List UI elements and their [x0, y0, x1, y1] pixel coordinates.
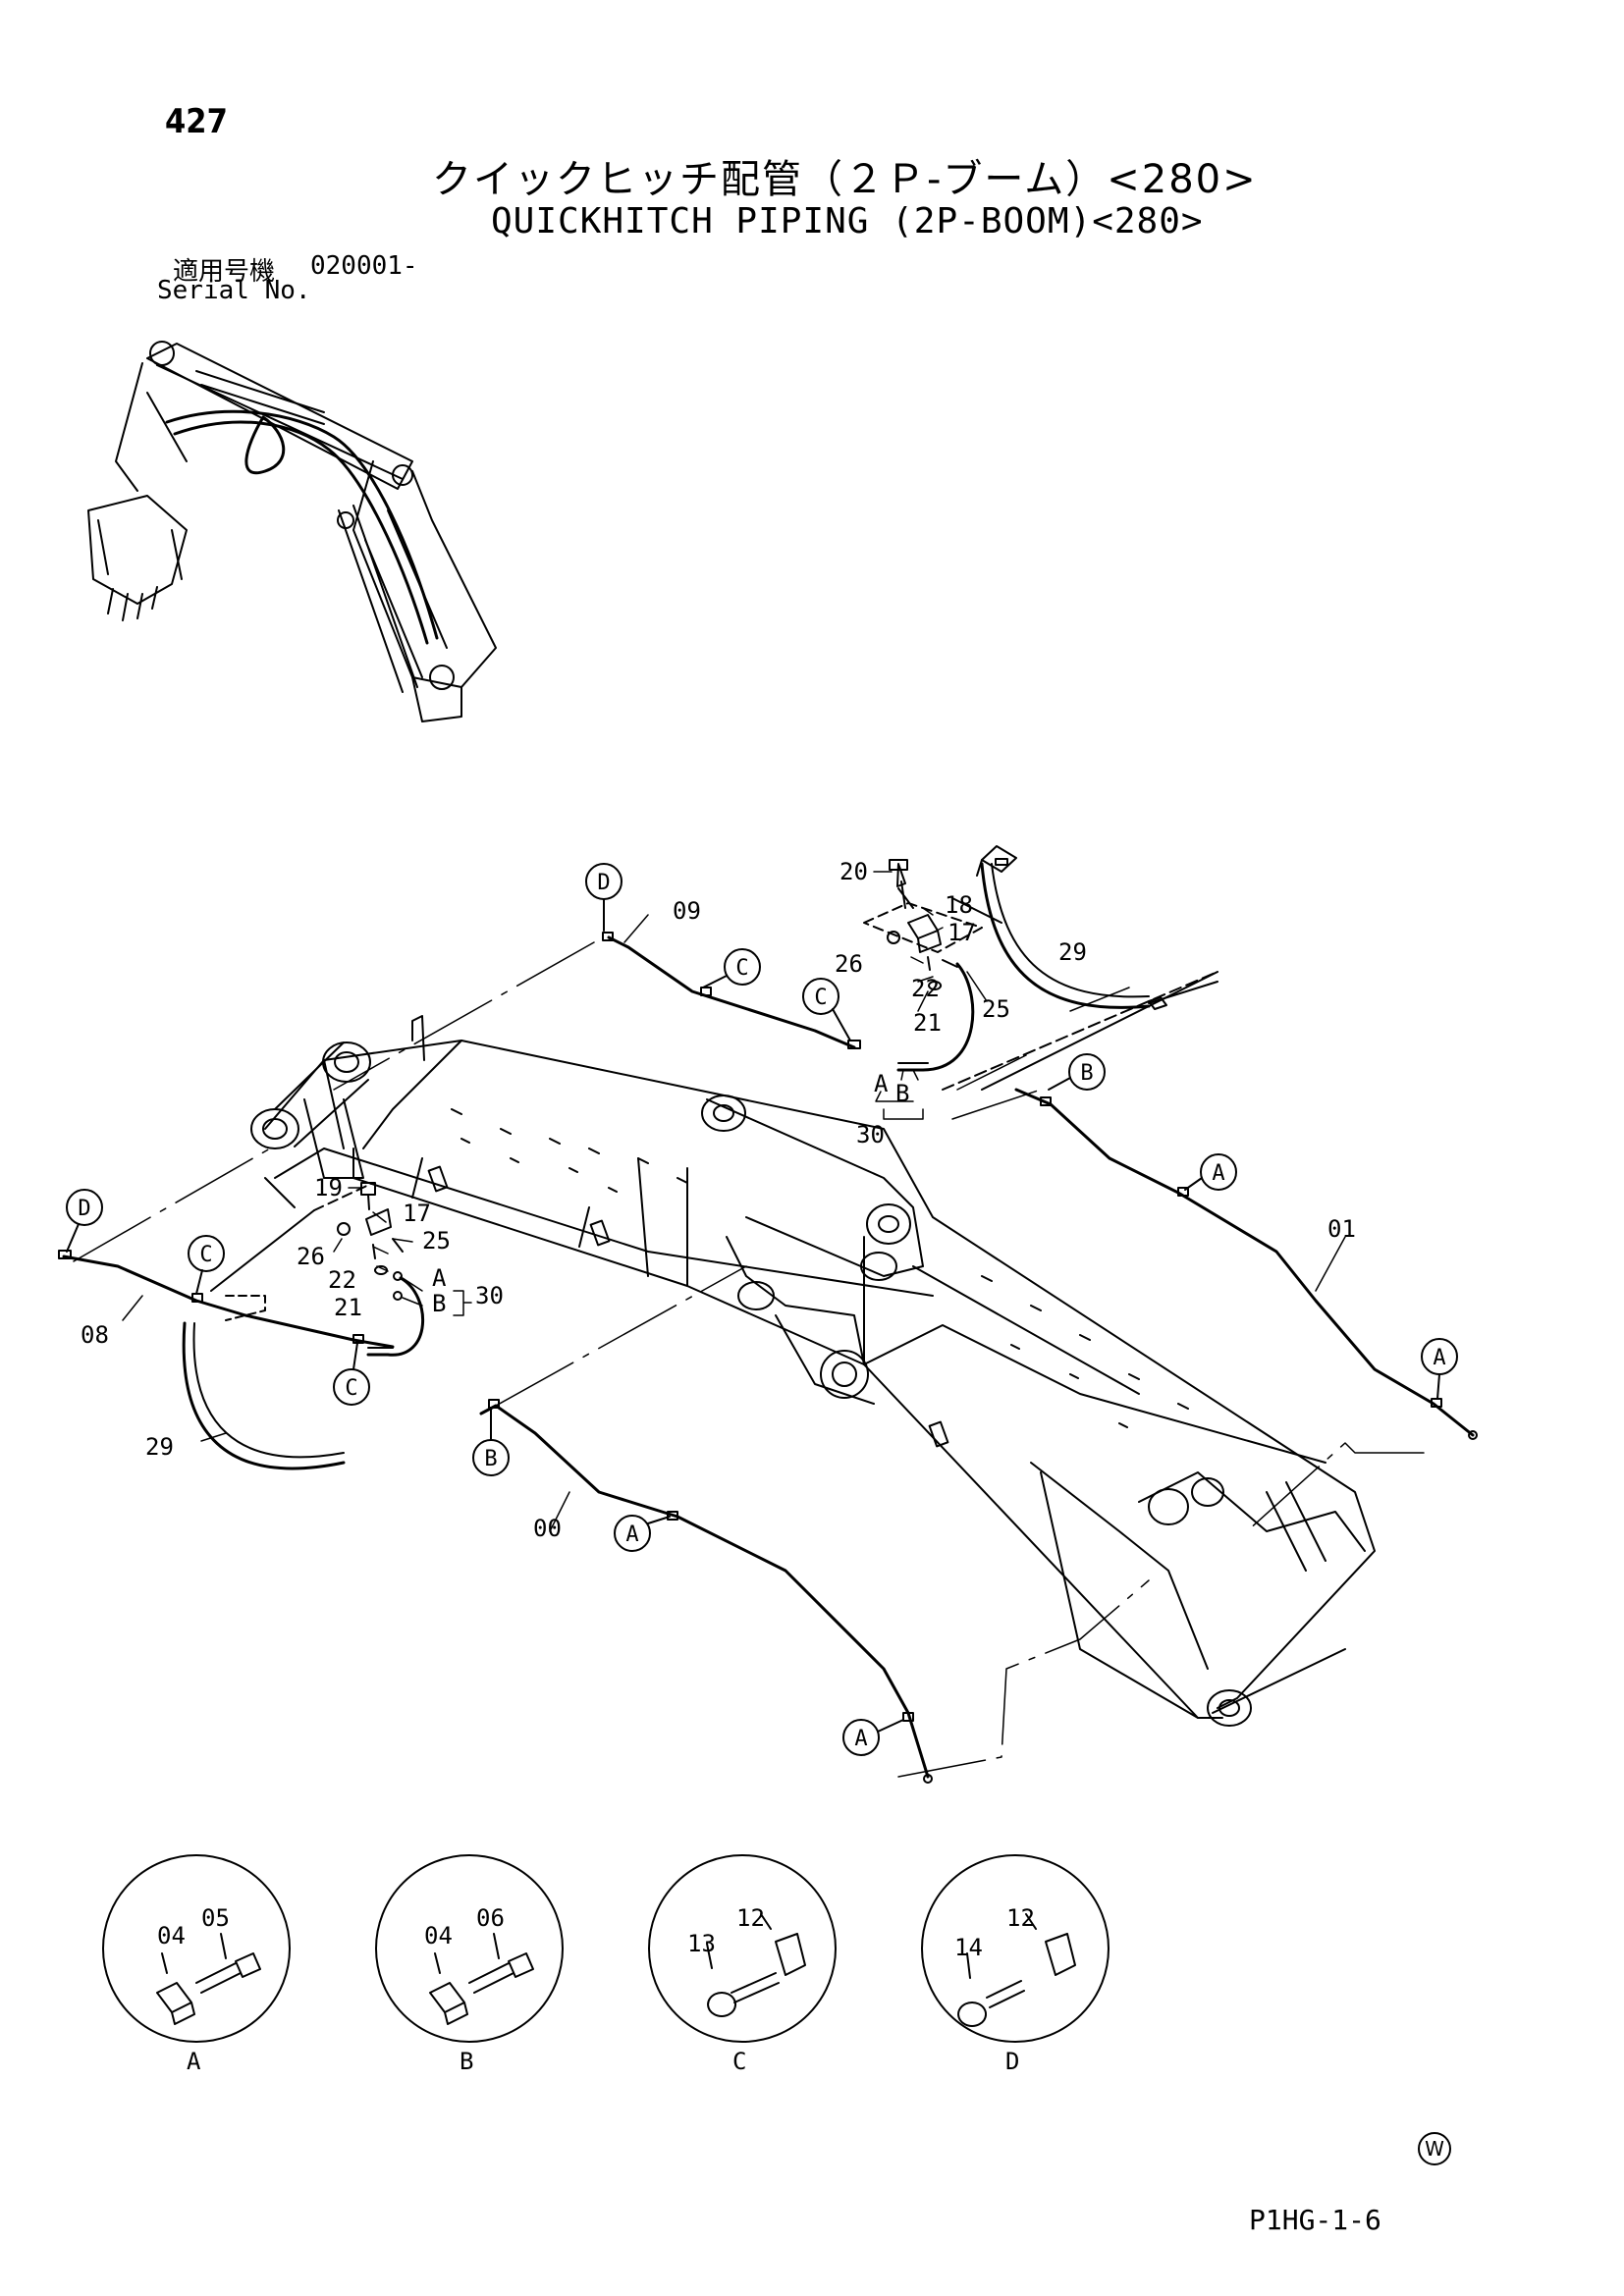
callout-21-upper: 21 — [913, 1009, 942, 1037]
detail-c-label: C — [732, 2048, 746, 2075]
marker-c-1 — [702, 948, 761, 988]
detail-view-a — [102, 1854, 291, 2043]
detail-view-c — [648, 1854, 837, 2043]
marker-d-left-label: D — [78, 1197, 90, 1221]
callout-25-lower: 25 — [422, 1227, 451, 1255]
callout-17-upper: 17 — [947, 919, 976, 946]
serial-label-japanese: 適用号機 — [173, 257, 276, 287]
detail-c-part-2: 12 — [736, 1904, 765, 1932]
pipe-08-line — [62, 1255, 395, 1349]
port-a-upper: A — [874, 1070, 889, 1097]
detail-a-part-2: 05 — [201, 1904, 230, 1932]
marker-a-lower-1-label: A — [625, 1522, 638, 1547]
marker-a-upper-1 — [1184, 1153, 1237, 1191]
detail-b-label: B — [460, 2048, 473, 2075]
callout-26-upper: 26 — [835, 950, 863, 978]
marker-c-2-label: C — [814, 986, 827, 1010]
title-english: QUICKHITCH PIPING (2P-BOOM)<280> — [491, 201, 1204, 241]
callout-30-lower: 30 — [475, 1282, 504, 1309]
hydraulic-pipes — [62, 862, 1475, 1779]
callout-29-lower: 29 — [145, 1433, 174, 1461]
marker-c-1-label: C — [735, 956, 748, 981]
detail-c-part-1: 13 — [687, 1930, 716, 1957]
callout-17-lower: 17 — [403, 1200, 431, 1227]
detail-views — [102, 1854, 1110, 2043]
bracket-assembly-lower — [210, 1182, 404, 1321]
detail-view-b — [375, 1854, 564, 2043]
callout-00: 00 — [533, 1515, 562, 1542]
marker-a-upper-1-label: A — [1212, 1161, 1224, 1186]
w-mark: W — [1418, 2132, 1451, 2165]
marker-a-upper-2 — [1421, 1338, 1458, 1400]
callout-08: 08 — [81, 1321, 109, 1349]
callout-25-upper: 25 — [982, 995, 1010, 1023]
hose-25-upper-line — [896, 962, 975, 1072]
pipe-00-line — [479, 1404, 930, 1779]
callout-29-upper: 29 — [1058, 938, 1087, 966]
callout-01: 01 — [1327, 1215, 1356, 1243]
marker-c-3 — [188, 1235, 225, 1295]
callout-26-lower: 26 — [297, 1243, 325, 1270]
port-a-lower: A — [432, 1264, 447, 1292]
detail-d-part-1: 14 — [954, 1934, 983, 1961]
pipe-09-line — [607, 935, 856, 1049]
marker-d-upper — [585, 863, 623, 932]
excavator-overview-illustration — [87, 341, 497, 722]
port-b-lower: B — [432, 1290, 446, 1317]
hose-29-upper-line — [980, 862, 1151, 1009]
marker-c-3-label: C — [199, 1243, 212, 1267]
detail-a-label: A — [187, 2048, 201, 2075]
marker-c-4 — [333, 1342, 370, 1406]
detail-b-part-2: 06 — [476, 1904, 505, 1932]
marker-a-lower-2 — [842, 1719, 904, 1756]
marker-a-lower-1 — [614, 1515, 671, 1552]
marker-d-upper-label: D — [597, 871, 610, 895]
marker-b-lower — [472, 1409, 510, 1476]
callout-21-lower: 21 — [334, 1294, 362, 1321]
serial-number-value: 020001- — [310, 251, 418, 281]
page-number: 427 — [165, 102, 228, 141]
marker-a-lower-2-label: A — [854, 1727, 867, 1751]
callout-30-upper: 30 — [856, 1121, 885, 1148]
detail-a-part-1: 04 — [157, 1922, 186, 1949]
callout-09: 09 — [673, 897, 701, 925]
document-code: P1HG-1-6 — [1249, 2204, 1381, 2236]
marker-b-upper-label: B — [1080, 1061, 1093, 1086]
leader-lines — [73, 941, 1425, 1778]
pipe-clamps — [58, 858, 1478, 1784]
marker-a-upper-2-label: A — [1433, 1346, 1445, 1370]
title-japanese: クイックヒッチ配管（２Ｐ-ブーム）<280> — [432, 157, 1258, 202]
detail-view-d — [921, 1854, 1110, 2043]
pipe-01-line — [1014, 1088, 1475, 1437]
marker-c-4-label: C — [345, 1376, 357, 1401]
detail-d-label: D — [1005, 2048, 1019, 2075]
callout-22-upper: 22 — [911, 975, 940, 1002]
callout-20: 20 — [839, 858, 868, 885]
callout-leaders — [122, 871, 1346, 1532]
marker-b-lower-label: B — [484, 1447, 497, 1471]
serial-label-english: Serial No. — [157, 276, 311, 305]
callout-19: 19 — [314, 1174, 343, 1201]
detail-b-part-1: 04 — [424, 1922, 453, 1949]
callout-22-lower: 22 — [328, 1266, 356, 1294]
hose-25-lower-line — [366, 1276, 425, 1357]
port-b-upper: B — [895, 1080, 909, 1107]
callout-18: 18 — [945, 891, 973, 919]
marker-d-left — [66, 1189, 103, 1253]
marker-b-upper — [1048, 1053, 1106, 1091]
bracket-assembly-upper — [863, 845, 1218, 1091]
main-boom-illustration — [250, 1015, 1376, 1727]
marker-c-2 — [802, 978, 851, 1041]
hose-29-lower-line — [182, 1321, 346, 1470]
detail-d-part-2: 12 — [1006, 1904, 1035, 1932]
section-markers — [66, 863, 1458, 1756]
